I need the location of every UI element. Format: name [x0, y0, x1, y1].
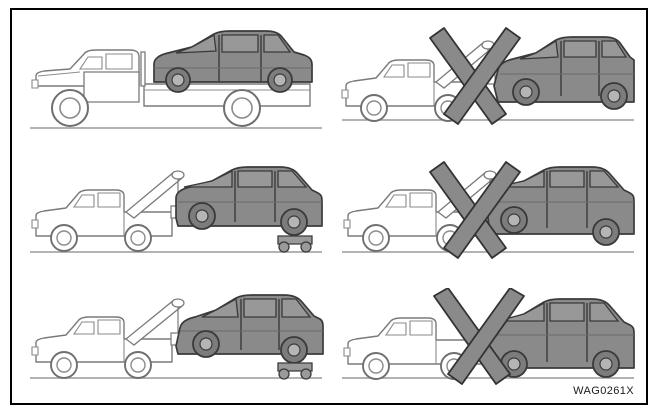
tow-truck — [341, 59, 471, 122]
flatbed-truck-with-suv-diagram — [30, 30, 322, 129]
panel-top-left — [26, 24, 326, 142]
panel-top-right — [338, 24, 638, 142]
panel-middle-left — [26, 156, 326, 274]
tow-boom-arm — [124, 298, 186, 346]
tow-truck — [343, 189, 485, 252]
prohibition-x-mark — [433, 288, 525, 385]
flat-tow-all-wheels-down-prohibited-diagram — [342, 288, 635, 385]
truck-cab — [31, 49, 140, 103]
panel-bottom-left — [26, 288, 326, 398]
prohibition-x-mark — [429, 161, 521, 259]
suv-towed — [487, 166, 635, 246]
boom-truck-rear-lift-with-dollies-diagram — [30, 166, 323, 253]
suv-towed — [175, 166, 323, 236]
tow-truck — [31, 316, 173, 379]
suv-towed — [175, 294, 324, 364]
panel-grid — [12, 10, 646, 403]
suv-on-flatbed — [153, 30, 313, 93]
prohibition-x-mark — [429, 27, 521, 125]
truck-wheels — [51, 89, 261, 127]
panel-bottom-right — [338, 288, 638, 398]
figure-frame: WAG0261X — [10, 8, 648, 405]
panel-middle-right — [338, 156, 638, 274]
wheel-dolly — [277, 235, 313, 253]
tow-truck — [31, 189, 173, 252]
figure-reference-code: WAG0261X — [573, 385, 634, 397]
suv-towed — [493, 36, 635, 110]
boom-truck-front-lift-with-dollies-diagram — [30, 294, 324, 380]
boom-truck-front-lift-prohibited-diagram — [341, 27, 635, 125]
wheel-dolly — [277, 362, 313, 380]
boom-truck-rear-lift-no-dollies-prohibited-diagram — [342, 161, 635, 259]
